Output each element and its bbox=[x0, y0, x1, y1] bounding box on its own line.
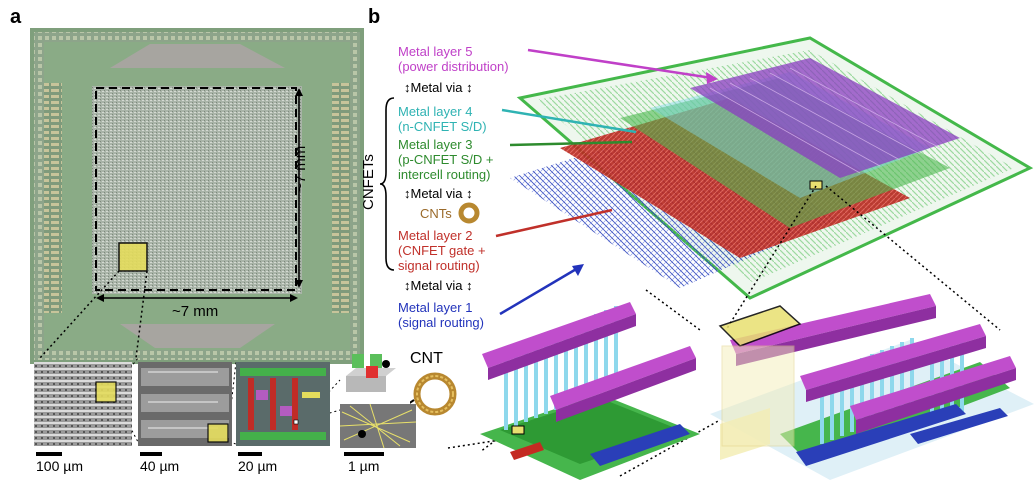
sem-image-40um bbox=[138, 362, 232, 446]
via-arrow-right-icon-3: ↕ bbox=[466, 278, 473, 293]
scale-bar-3-label: 20 µm bbox=[238, 458, 278, 474]
chip-micrograph bbox=[30, 28, 364, 364]
via-arrow-right-icon-2: ↕ bbox=[466, 186, 473, 201]
scale-bar-1-label: 100 µm bbox=[36, 458, 83, 474]
layer-4-desc: (n-CNFET S/D) bbox=[398, 119, 487, 134]
layer-5-desc: (power distribution) bbox=[398, 59, 509, 74]
layer-1-title: Metal layer 1 bbox=[398, 300, 473, 315]
via-arrow-left-icon-2: ↕ bbox=[404, 186, 411, 201]
layer-4-label: Metal layer 4 (n-CNFET S/D) bbox=[398, 104, 487, 134]
cnfets-group-label: CNFETs bbox=[360, 154, 377, 210]
cell-3d-left bbox=[480, 302, 700, 480]
layer-stack-3d bbox=[510, 36, 1034, 300]
layer-4-title: Metal layer 4 bbox=[398, 104, 473, 119]
layer-3-desc-2: intercell routing) bbox=[398, 167, 491, 182]
scale-bar-3-line bbox=[238, 452, 262, 456]
via-label-text-3: Metal via bbox=[410, 278, 463, 293]
layer-2-title: Metal layer 2 bbox=[398, 228, 473, 243]
layer-5-title: Metal layer 5 bbox=[398, 44, 473, 59]
layout-image-20um bbox=[236, 362, 330, 446]
scale-bar-2-label: 40 µm bbox=[140, 458, 180, 474]
cnt-sem-image bbox=[340, 404, 416, 448]
cell-3d-right bbox=[710, 294, 1034, 480]
scale-bar-1-line bbox=[36, 452, 62, 456]
via-label-3: ↕Metal via ↕ bbox=[404, 278, 473, 293]
via-label-1: ↕Metal via ↕ bbox=[404, 80, 473, 95]
cnt-ring-icon bbox=[410, 372, 457, 416]
layer-1-desc: (signal routing) bbox=[398, 315, 484, 330]
layer-5-label: Metal layer 5 (power distribution) bbox=[398, 44, 509, 74]
via-arrow-left-icon-3: ↕ bbox=[404, 278, 411, 293]
chip-width-label: ~7 mm bbox=[172, 303, 219, 320]
layer-2-desc-1: (CNFET gate + bbox=[398, 243, 486, 258]
layer-2-desc-2: signal routing) bbox=[398, 258, 480, 273]
scale-bar-4-line bbox=[344, 452, 384, 456]
panel-b-letter: b bbox=[368, 6, 381, 28]
cnts-ring-icon bbox=[458, 202, 480, 224]
via-label-text-1: Metal via bbox=[410, 80, 463, 95]
via-arrow-right-icon: ↕ bbox=[466, 80, 473, 95]
scale-bar-4-label: 1 µm bbox=[348, 458, 380, 474]
scale-bar-2-line bbox=[140, 452, 162, 456]
layer-3-desc-1: (p-CNFET S/D + bbox=[398, 152, 494, 167]
layer-3-title: Metal layer 3 bbox=[398, 137, 473, 152]
cnts-label: CNTs bbox=[420, 206, 452, 221]
sem-image-100um bbox=[34, 362, 132, 446]
layer-1-label: Metal layer 1 (signal routing) bbox=[398, 300, 484, 330]
cnfet-device-icon bbox=[346, 354, 396, 392]
via-label-2: ↕Metal via ↕ bbox=[404, 186, 473, 201]
cnt-label: CNT bbox=[410, 350, 443, 367]
layer-2-label: Metal layer 2 (CNFET gate + signal routi… bbox=[398, 228, 486, 273]
panel-a-letter: a bbox=[10, 6, 22, 28]
layer-3-label: Metal layer 3 (p-CNFET S/D + intercell r… bbox=[398, 137, 493, 182]
cnfets-brace bbox=[380, 97, 395, 271]
via-arrow-left-icon: ↕ bbox=[404, 80, 411, 95]
via-label-text-2: Metal via bbox=[410, 186, 463, 201]
